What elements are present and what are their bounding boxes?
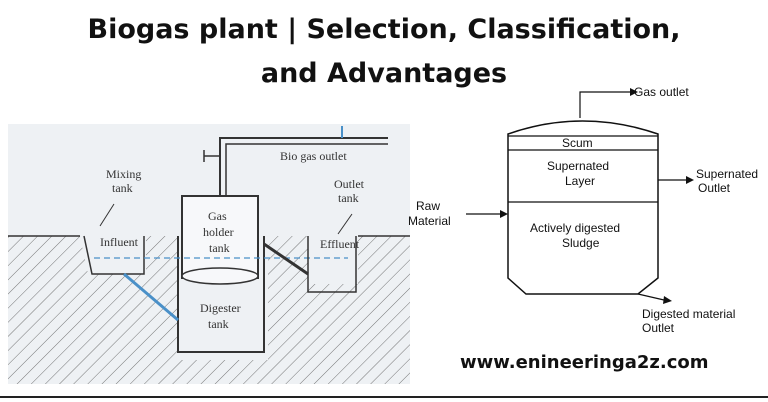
label-digester-1: Digester xyxy=(200,301,241,315)
floating-drum-diagram: Mixing tank Influent Gas holder tank Bio… xyxy=(8,124,410,384)
digested-outlet-arrow xyxy=(663,296,672,304)
website-url: www.enineeringa2z.com xyxy=(460,352,709,373)
outlet-pipe xyxy=(263,242,309,276)
gas-pipe xyxy=(219,137,388,196)
supernated-outlet-arrow xyxy=(686,176,694,184)
label-gas-holder-3: tank xyxy=(209,241,230,255)
gas-outlet-arrow xyxy=(630,88,638,96)
label-mixing-1: Mixing xyxy=(106,167,141,181)
gas-holder-tank xyxy=(181,195,259,279)
digester-vessel-diagram: Gas outlet Scum Supernated Layer Superna… xyxy=(402,82,768,342)
label-sludge-2: Sludge xyxy=(562,236,600,250)
label-sludge-1: Actively digested xyxy=(530,221,620,235)
label-raw-2: Material xyxy=(408,214,451,228)
mixing-tank-arrow xyxy=(99,203,115,227)
label-gas-holder-1: Gas xyxy=(208,209,227,223)
label-outlet-tank-1: Outlet xyxy=(334,177,365,191)
label-effluent: Effluent xyxy=(320,237,360,251)
label-supernated-1: Supernated xyxy=(547,159,609,173)
label-gas-outlet: Gas outlet xyxy=(634,85,689,99)
bottom-divider xyxy=(0,396,768,398)
label-supernated-outlet-2: Outlet xyxy=(698,181,731,195)
label-raw-1: Raw xyxy=(416,199,440,213)
label-digested-1: Digested material xyxy=(642,307,735,321)
label-influent: Influent xyxy=(100,235,139,249)
label-outlet-tank-2: tank xyxy=(338,191,359,205)
title-line-1: Biogas plant | Selection, Classification… xyxy=(87,14,681,45)
label-gas-holder-2: holder xyxy=(203,225,234,239)
gas-outlet-pipe xyxy=(579,91,630,118)
outlet-tank xyxy=(307,236,357,293)
label-biogas-outlet: Bio gas outlet xyxy=(280,149,347,163)
outlet-tank-arrow xyxy=(337,213,353,235)
page-title: Biogas plant | Selection, Classification… xyxy=(0,8,768,96)
label-mixing-2: tank xyxy=(112,181,133,195)
mixing-tank xyxy=(83,235,145,275)
label-digested-2: Outlet xyxy=(642,321,675,335)
title-line-2: and Advantages xyxy=(260,58,508,89)
vessel xyxy=(507,120,659,295)
label-scum: Scum xyxy=(562,136,593,150)
gas-holder-base xyxy=(181,267,259,285)
label-supernated-2: Layer xyxy=(565,174,595,188)
raw-material-arrow xyxy=(500,210,508,218)
digester-tank xyxy=(177,236,265,353)
label-supernated-outlet-1: Supernated xyxy=(696,167,758,181)
inlet-pipe xyxy=(123,272,179,322)
label-digester-2: tank xyxy=(208,317,229,331)
